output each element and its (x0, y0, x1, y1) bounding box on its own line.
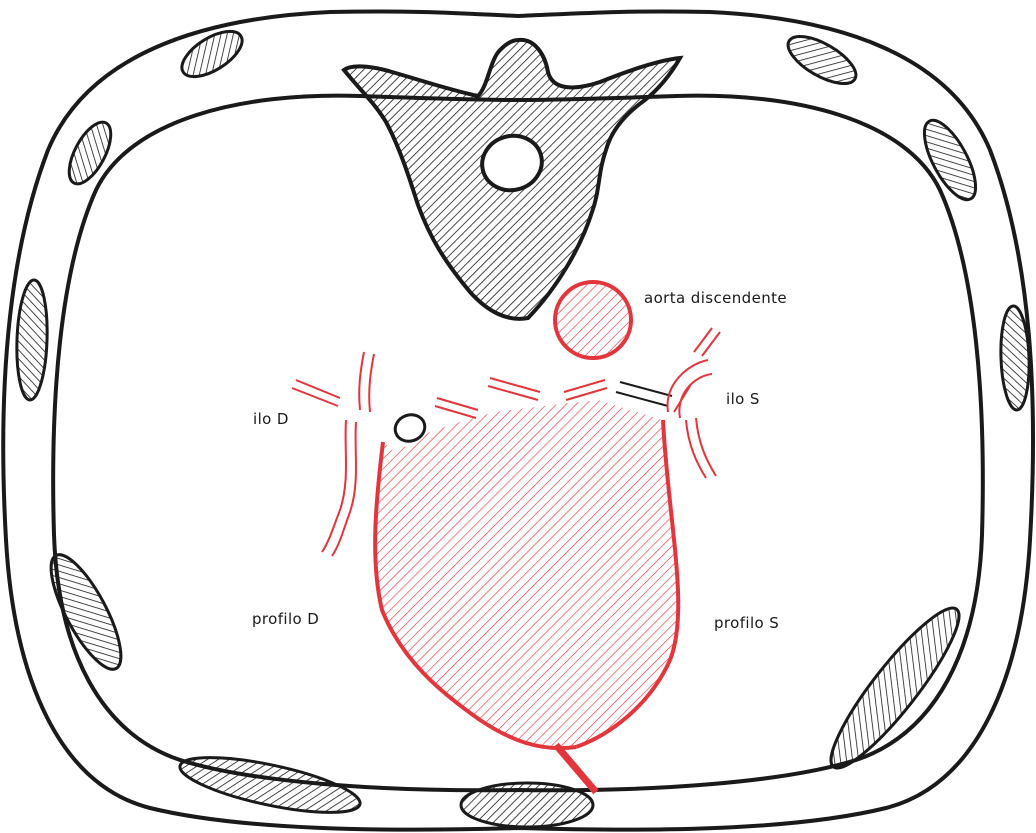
heart-silhouette (375, 400, 678, 748)
label-profile-right: profilo D (252, 610, 319, 628)
rib-left-lower (38, 546, 133, 678)
label-aorta: aorta discendente (644, 289, 787, 307)
rib-bottom-left (176, 746, 364, 823)
rib-right-upper-side (914, 113, 985, 207)
label-hilum-left: ilo S (726, 390, 760, 408)
right-hilum-vessels (292, 352, 374, 556)
rib-left-middle (15, 280, 49, 401)
label-profile-left: profilo S (714, 614, 779, 632)
label-hilum-right: ilo D (253, 410, 289, 428)
rib-upper-left (175, 22, 250, 85)
rib-left-upper-side (61, 116, 119, 190)
rib-bottom-right (816, 596, 974, 781)
sternum (461, 783, 593, 827)
descending-aorta (555, 282, 631, 358)
